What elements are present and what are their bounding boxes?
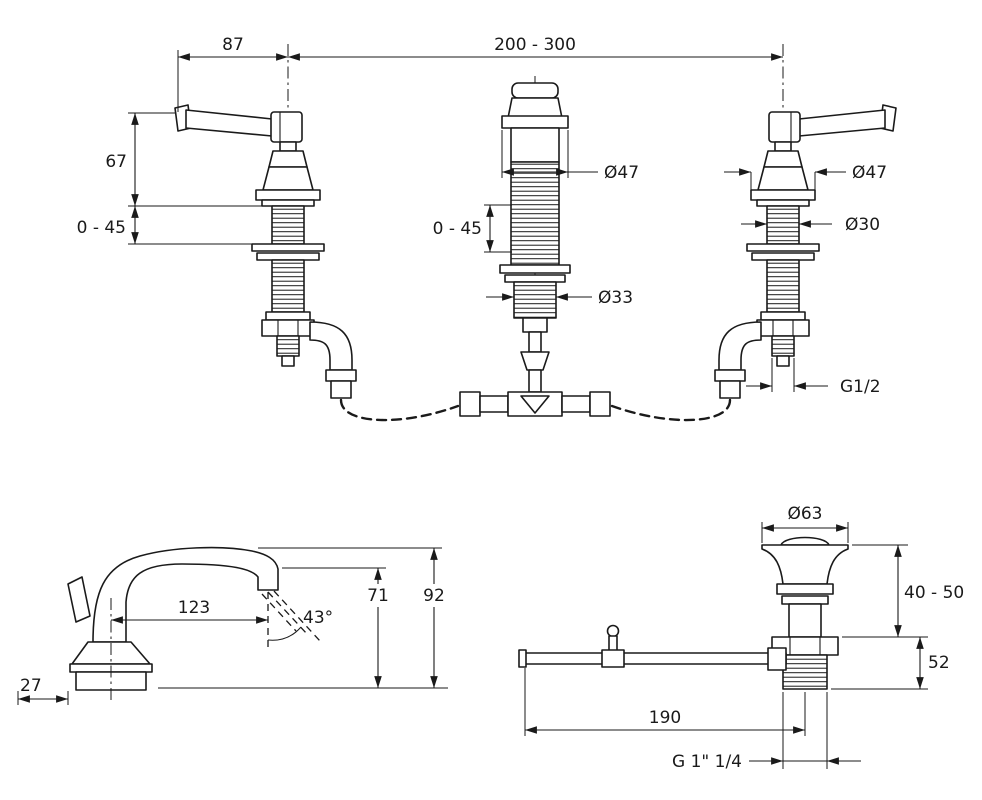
escutcheon [255, 189, 321, 201]
dim-flow-angle: 43° [303, 608, 333, 628]
drain-assembly-view: Ø63 40 - 50 52 190 G 1" 1/4 [518, 504, 964, 772]
bonnet [268, 150, 308, 168]
lever-bar [185, 109, 273, 137]
spout-profile [67, 546, 279, 691]
dim-flange-dia: Ø63 [787, 504, 822, 524]
hose-nipple [330, 380, 352, 399]
dim-waste-thread: G 1" 1/4 [672, 752, 742, 772]
dim-spout-escutcheon-dia: Ø47 [604, 163, 639, 183]
dim-handle-offset: 87 [222, 35, 244, 55]
spout-threaded-shank [510, 161, 560, 266]
left-handle-assembly [174, 44, 357, 399]
spout-cap [511, 82, 559, 99]
dim-handle-escutcheon-dia: Ø47 [852, 163, 887, 183]
tee-right-nut [589, 391, 611, 417]
spout-flange [501, 115, 569, 129]
lever-hub [270, 111, 303, 143]
dim-handle-height: 67 [105, 152, 127, 172]
dim-rod-length: 190 [649, 708, 681, 728]
spout-lower-shank [513, 281, 557, 319]
water-stream [261, 593, 297, 632]
threaded-shank-lower [271, 259, 305, 313]
clevis-ball [606, 624, 620, 638]
waste-flange [761, 544, 849, 585]
water-stream [267, 591, 309, 636]
dim-spout-shank-dia: Ø33 [598, 288, 633, 308]
dim-centers-spread: 200 - 300 [494, 35, 576, 55]
dim-deck-left: 0 - 45 [77, 218, 126, 238]
spout-view-dimensions: 43° 123 71 92 27 [17, 547, 450, 705]
drain-view-dimensions: Ø63 40 - 50 52 190 G 1" 1/4 [524, 504, 964, 772]
dim-reach: 123 [178, 598, 210, 618]
gooseneck-tube [92, 546, 279, 643]
elbow-outlet [309, 321, 353, 371]
dim-deck-center: 0 - 45 [433, 219, 482, 239]
waste-tube [788, 603, 822, 638]
rod-ferrule [767, 647, 787, 671]
angle-arc [267, 626, 302, 641]
hose-fitting [325, 369, 357, 382]
dim-body-height: 52 [928, 653, 950, 673]
rear-tab [67, 576, 91, 623]
clevis-nut [601, 649, 625, 668]
top-view-dimensions: 87 200 - 300 67 0 - 45 Ø47 0 - 45 Ø33 [77, 35, 887, 397]
dim-supply-thread: G1/2 [840, 377, 881, 397]
supply-stub [276, 335, 300, 357]
dim-handle-shank-dia: Ø30 [845, 215, 880, 235]
dim-overall-height: 92 [423, 586, 445, 606]
dim-deck-range: 40 - 50 [904, 583, 964, 603]
pop-up-waste [518, 536, 849, 690]
tee-left-nut [459, 391, 481, 417]
compression-fitting [520, 351, 550, 371]
right-supply-hose [610, 398, 732, 422]
waste-threaded-tail [782, 654, 828, 690]
threaded-shank-upper [271, 205, 305, 245]
left-supply-hose [339, 398, 460, 422]
dim-outlet-height: 71 [367, 586, 389, 606]
bell [262, 166, 314, 191]
center-spout-assembly [499, 76, 571, 393]
lock-washer [251, 243, 325, 252]
spout-side-view: 43° 123 71 92 27 [17, 546, 450, 705]
top-installation-view: 87 200 - 300 67 0 - 45 Ø47 0 - 45 Ø33 [77, 35, 897, 422]
pop-up-rod [522, 652, 787, 665]
hex-nut [261, 319, 315, 337]
waste-dome [780, 536, 830, 546]
tee-connector [459, 391, 611, 417]
dim-base-offset: 27 [20, 676, 42, 696]
